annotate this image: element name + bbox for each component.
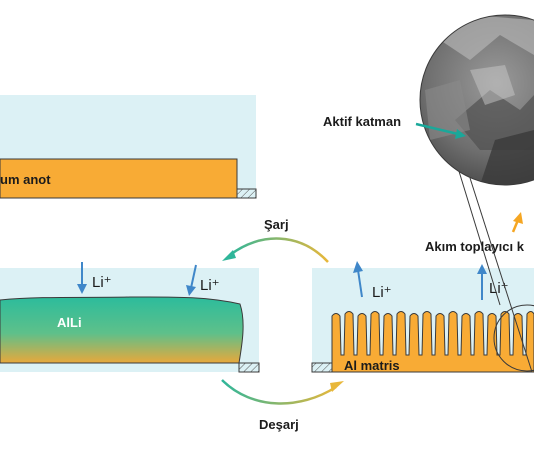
current-collector-tab-top [236, 188, 257, 199]
active-layer-label: Aktif katman [323, 114, 401, 129]
li-ion-arrowhead-left-1 [77, 284, 87, 294]
li-ion-arrowhead-right-1 [353, 261, 363, 273]
alloy-label: AlLi [57, 315, 82, 330]
top-panel: um anot [0, 95, 257, 199]
charge-label: Şarj [264, 217, 289, 232]
aluminum-anode-block [0, 158, 238, 199]
discharge-arrowhead [330, 381, 344, 392]
zoom-circle [493, 304, 534, 372]
current-collector-pointer-head [513, 212, 523, 224]
anode-label: um anot [0, 172, 51, 187]
li-ion-label-right-1: Li⁺ [372, 284, 392, 301]
right-panel: Li⁺ Li⁺ Al matris [311, 261, 534, 373]
active-layer-pointer-head [455, 129, 466, 139]
current-collector-tab-right [311, 362, 333, 373]
zoom-guide-line-2 [469, 177, 533, 373]
li-ion-arrowhead-right-2 [477, 264, 487, 274]
sem-inset: Aktif katman Akım toplayıcı k [323, 14, 534, 373]
charge-arrow [229, 237, 329, 263]
active-layer-pointer [415, 122, 459, 136]
left-panel: Li⁺ Li⁺ AlLi [0, 262, 260, 373]
cycle-arrows: Şarj Deşarj [221, 217, 344, 432]
discharge-label: Deşarj [259, 417, 299, 432]
current-collector-label: Akım toplayıcı k [425, 239, 525, 254]
li-ion-arrow-right-1 [357, 269, 363, 298]
al-matrix-fingers [331, 311, 534, 373]
discharge-arrow [221, 379, 337, 405]
current-collector-tab-left [238, 362, 260, 373]
matrix-label: Al matris [344, 358, 400, 373]
alli-alloy-region [0, 296, 244, 364]
li-ion-label-left-2: Li⁺ [200, 277, 220, 294]
li-ion-arrowhead-left-2 [186, 285, 196, 296]
li-ion-arrow-left-2 [190, 264, 197, 289]
zoom-guide-line-1 [457, 167, 501, 306]
li-ion-label-left-1: Li⁺ [92, 274, 112, 291]
charge-arrowhead [222, 250, 236, 261]
